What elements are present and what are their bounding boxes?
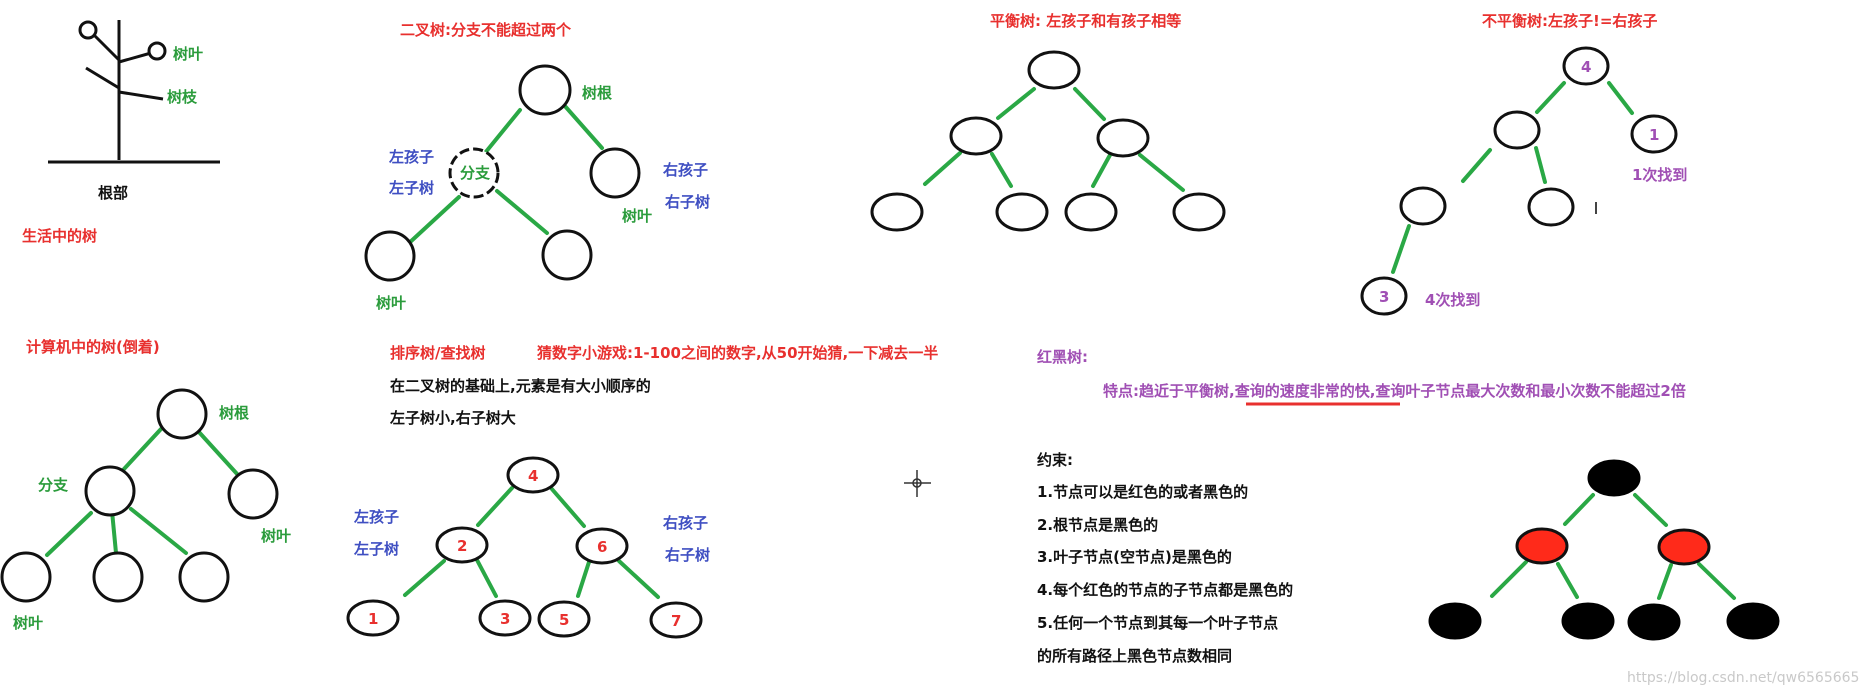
sort-tree-right-subtree: 右子树 xyxy=(665,546,710,564)
unbalanced-node-4: 4 xyxy=(1581,58,1591,76)
binary-tree-leaf-right: 树叶 xyxy=(622,207,652,225)
binary-tree-left-child: 左孩子 xyxy=(388,148,434,166)
binary-tree-title: 二叉树:分支不能超过两个 xyxy=(400,21,572,39)
sort-tree-left-child: 左孩子 xyxy=(353,508,399,526)
sort-node-6: 6 xyxy=(597,538,607,556)
rb-tree-feature: 特点:趋近于平衡树,查询的速度非常的快,查询叶子节点最大次数和最小次数不能超过2… xyxy=(1103,382,1686,400)
sort-tree-right-child: 右孩子 xyxy=(663,514,708,532)
computer-tree-drawing xyxy=(0,388,279,603)
sort-node-4: 4 xyxy=(528,467,538,485)
real-tree-caption: 生活中的树 xyxy=(22,227,97,245)
binary-tree-branch-label: 分支 xyxy=(460,164,491,182)
real-tree-drawing xyxy=(48,20,220,164)
rb-rule-5: 5.任何一个节点到其每一个叶子节点 xyxy=(1037,614,1278,632)
binary-tree-right-child: 右孩子 xyxy=(663,161,708,179)
crosshair-cursor-icon xyxy=(904,470,931,497)
rb-tree-title: 红黑树: xyxy=(1037,348,1088,366)
sort-tree-drawing xyxy=(346,456,703,639)
unbalanced-node-3: 3 xyxy=(1379,288,1389,306)
computer-tree-leaf-right: 树叶 xyxy=(261,527,291,545)
sort-tree-title: 排序树/查找树 xyxy=(390,344,485,362)
computer-tree-root-label: 树根 xyxy=(219,404,249,422)
rb-tree-drawing xyxy=(1428,459,1780,641)
found-once-label: 1次找到 xyxy=(1632,166,1687,184)
binary-tree-left-subtree: 左子树 xyxy=(388,179,434,197)
rb-tree-constraints-title: 约束: xyxy=(1037,451,1073,469)
rb-rule-2: 2.根节点是黑色的 xyxy=(1037,516,1158,534)
balanced-tree-drawing xyxy=(870,50,1226,232)
sort-node-5: 5 xyxy=(559,611,569,629)
rb-rule-3: 3.叶子节点(空节点)是黑色的 xyxy=(1037,548,1232,566)
computer-tree-branch-label: 分支 xyxy=(38,476,69,494)
binary-tree-root-label: 树根 xyxy=(582,84,612,102)
sort-node-3: 3 xyxy=(500,610,510,628)
unbalanced-tree-title: 不平衡树:左孩子!=右孩子 xyxy=(1482,12,1657,30)
balanced-tree-title: 平衡树: 左孩子和有孩子相等 xyxy=(990,12,1181,30)
unbalanced-node-1: 1 xyxy=(1649,126,1659,144)
watermark: https://blog.csdn.net/qw6565665 xyxy=(1627,670,1859,686)
unbalanced-tree-drawing xyxy=(1360,46,1678,316)
real-tree-branch-label: 树枝 xyxy=(167,88,198,106)
guess-game-text: 猜数字小游戏:1-100之间的数字,从50开始猜,一下减去一半 xyxy=(536,344,938,362)
sort-node-2: 2 xyxy=(457,537,467,555)
found-four-label: 4次找到 xyxy=(1425,291,1480,309)
sort-tree-desc-2: 左子树小,右子树大 xyxy=(389,409,516,427)
sort-node-7: 7 xyxy=(671,612,681,630)
sort-tree-left-subtree: 左子树 xyxy=(353,540,399,558)
real-tree-root-label: 根部 xyxy=(98,184,128,202)
binary-tree-right-subtree: 右子树 xyxy=(665,193,710,211)
binary-tree-leaf-bottom: 树叶 xyxy=(376,294,406,312)
sort-node-1: 1 xyxy=(368,610,378,628)
computer-tree-leaf-bottom: 树叶 xyxy=(13,614,43,632)
rb-rule-4: 4.每个红色的节点的子节点都是黑色的 xyxy=(1037,581,1293,599)
computer-tree-caption: 计算机中的树(倒着) xyxy=(26,338,160,356)
sort-tree-desc-1: 在二叉树的基础上,元素是有大小顺序的 xyxy=(390,377,651,395)
rb-tree-feature-underlined: 查询的速度非常的快 xyxy=(1235,382,1371,400)
rb-rule-1: 1.节点可以是红色的或者黑色的 xyxy=(1037,483,1248,501)
real-tree-leaf-label: 树叶 xyxy=(173,45,203,63)
binary-tree-drawing xyxy=(364,64,641,282)
rb-rule-5-cont: 的所有路径上黑色节点数相同 xyxy=(1037,647,1232,665)
